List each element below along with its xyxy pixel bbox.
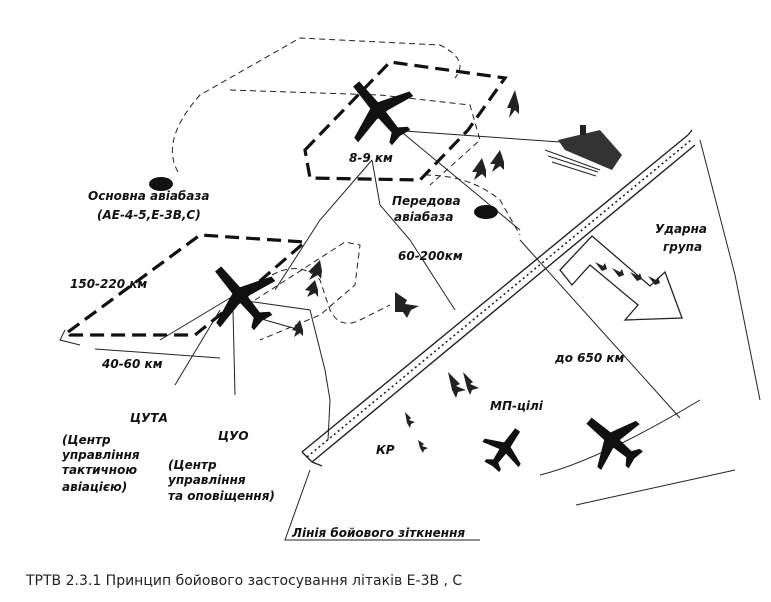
mp-targets-label: МП-цілі xyxy=(490,399,544,413)
distance-650-label: до 650 км xyxy=(554,351,624,365)
tsuo-desc-2: управління xyxy=(168,473,246,487)
main-airbase-icon xyxy=(149,177,173,191)
strike-group-label-1: Ударна xyxy=(655,222,707,236)
transport-plane-icon xyxy=(482,428,521,473)
lower-awacs-plane-icon xyxy=(215,266,276,331)
distance-8-9-label: 8-9 км xyxy=(349,151,393,165)
main-airbase-types-label: (AE-4-5,E-3B,C) xyxy=(97,208,201,222)
fighter-icon xyxy=(472,158,486,180)
main-airbase-label: Основна авіабаза xyxy=(88,189,209,203)
cruise-missile-icon xyxy=(418,440,428,453)
tsuta-desc-4: авіацією) xyxy=(62,480,127,494)
fighter-icon xyxy=(490,150,504,172)
ship-icon xyxy=(544,125,622,177)
forward-airbase-icon xyxy=(474,205,498,219)
tsuo-desc-3: та оповіщення) xyxy=(168,489,275,503)
fighter-icon xyxy=(507,90,519,118)
fighter-jets xyxy=(292,90,660,453)
tsuo-desc-1: (Центр xyxy=(168,458,217,472)
fighter-icon xyxy=(463,372,479,395)
cruise-missile-icon xyxy=(405,412,415,428)
kr-label: КР xyxy=(376,443,395,457)
strike-group-label-2: група xyxy=(663,240,702,254)
tsuta-label: ЦУТА xyxy=(130,411,168,425)
bomber-plane-icon xyxy=(586,417,643,471)
coverage-lines xyxy=(59,123,761,506)
front-line-label: Лінія бойового зіткнення xyxy=(291,526,465,540)
fighter-icon xyxy=(448,372,466,398)
upper-patrol-orbit xyxy=(171,37,508,186)
strike-group-arrow xyxy=(559,235,683,321)
upper-awacs-plane-icon xyxy=(353,81,414,146)
tsuo-label: ЦУО xyxy=(218,429,249,443)
front-line xyxy=(284,129,696,541)
tsuta-desc-1: (Центр xyxy=(62,433,111,447)
distance-150-220-label: 150-220 км xyxy=(70,277,147,291)
tsuta-desc-3: тактичною xyxy=(62,463,137,477)
forward-airbase-label-1: Передова xyxy=(392,194,461,208)
forward-airbase-label-2: авіабаза xyxy=(394,210,453,224)
fighter-icon xyxy=(292,320,303,337)
distance-60-200-label: 60-200км xyxy=(398,249,463,263)
fighter-icon xyxy=(395,292,419,318)
distance-40-60-label: 40-60 км xyxy=(101,357,163,371)
fighter-icon xyxy=(305,280,318,297)
strike-jets-icon xyxy=(595,262,660,285)
figure-caption: ТРТВ 2.3.1 Принцип бойового застосування… xyxy=(25,573,462,589)
fighter-icon xyxy=(308,260,322,280)
tsuta-desc-2: управління xyxy=(62,448,140,462)
